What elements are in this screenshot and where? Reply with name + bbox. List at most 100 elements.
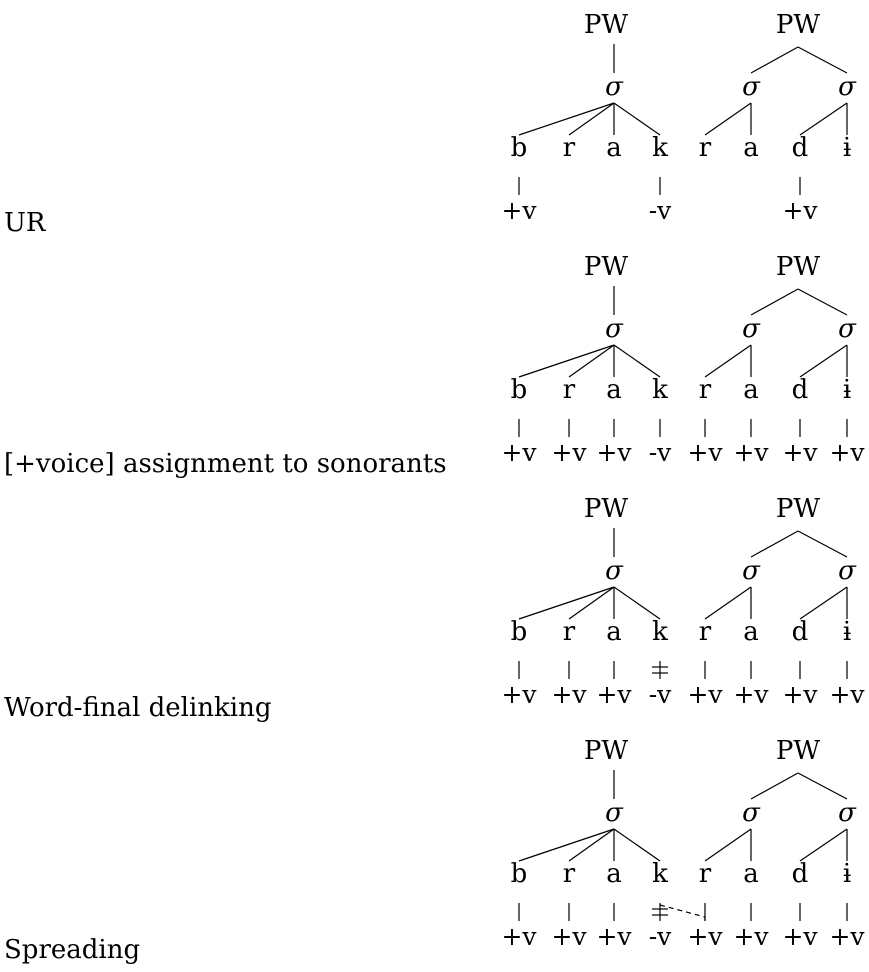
segment: a (606, 617, 622, 647)
voice-feature: +v (501, 196, 537, 225)
prosodic-word-node: PW (584, 736, 628, 766)
pw-syllable-line (750, 46, 799, 74)
segment: k (652, 859, 668, 889)
syllable-node: σ (742, 72, 761, 102)
prosodic-word-node: PW (776, 494, 820, 524)
voice-feature: +v (551, 680, 587, 709)
segment: a (743, 375, 759, 405)
voice-feature: +v (829, 680, 865, 709)
syllable-node: σ (742, 314, 761, 344)
syllable-segment-line (613, 344, 661, 378)
syllable-segment-line (704, 828, 752, 862)
syllable-node: σ (742, 798, 761, 828)
syllable-segment-line (799, 828, 848, 862)
segment: a (606, 375, 622, 405)
syllable-segment-line (799, 102, 848, 136)
voice-feature: -v (649, 196, 672, 225)
prosodic-word-node: PW (776, 736, 820, 766)
pw-syllable-line (797, 772, 848, 800)
voice-feature: +v (596, 922, 632, 951)
syllable-segment-line (704, 344, 752, 378)
prosodic-word-node: PW (584, 10, 628, 40)
prosodic-word-node: PW (776, 252, 820, 282)
step-label: [+voice] assignment to sonorants (4, 449, 447, 479)
segment: a (743, 617, 759, 647)
syllable-segment-line (613, 586, 661, 620)
voice-feature: +v (551, 922, 587, 951)
segment: b (511, 617, 528, 647)
segment: ɨ (843, 133, 851, 163)
syllable-node: σ (838, 556, 857, 586)
voice-feature: +v (596, 680, 632, 709)
voice-feature: +v (782, 196, 818, 225)
voice-feature: +v (733, 438, 769, 467)
syllable-node: σ (742, 556, 761, 586)
voice-feature: -v (649, 680, 672, 709)
syllable-segment-line (704, 586, 752, 620)
segment: a (606, 133, 622, 163)
voice-feature: +v (501, 922, 537, 951)
voice-feature: -v (649, 922, 672, 951)
voice-feature: -v (649, 438, 672, 467)
segment: d (792, 859, 809, 889)
syllable-segment-line (613, 102, 661, 136)
prosodic-word-node: PW (776, 10, 820, 40)
segment: r (563, 617, 576, 647)
segment: r (699, 859, 712, 889)
segment: d (792, 133, 809, 163)
segment: b (511, 133, 528, 163)
segment: a (743, 133, 759, 163)
voice-feature: +v (687, 922, 723, 951)
segment: a (743, 859, 759, 889)
voice-feature: +v (829, 438, 865, 467)
voice-feature: +v (501, 680, 537, 709)
voice-feature: +v (782, 438, 818, 467)
syllable-segment-line (704, 102, 752, 136)
syllable-segment-line (518, 344, 615, 378)
segment: d (792, 617, 809, 647)
segment: r (563, 375, 576, 405)
syllable-node: σ (838, 72, 857, 102)
syllable-segment-line (568, 102, 615, 136)
syllable-segment-line (568, 344, 615, 378)
step-label: UR (4, 208, 47, 238)
segment: k (652, 375, 668, 405)
pw-syllable-line (797, 46, 848, 74)
segment: r (563, 133, 576, 163)
segment: ɨ (843, 375, 851, 405)
syllable-segment-line (518, 102, 615, 136)
segment: r (699, 375, 712, 405)
syllable-segment-line (518, 586, 615, 620)
segment: a (606, 859, 622, 889)
segment: b (511, 859, 528, 889)
syllable-node: σ (838, 314, 857, 344)
segment: r (563, 859, 576, 889)
step-label: Word-final delinking (4, 693, 272, 723)
syllable-segment-line (568, 586, 615, 620)
syllable-node: σ (605, 798, 624, 828)
voice-feature: +v (782, 922, 818, 951)
syllable-segment-line (568, 828, 615, 862)
segment: r (699, 133, 712, 163)
prosodic-word-node: PW (584, 252, 628, 282)
voice-feature: +v (596, 438, 632, 467)
voice-feature: +v (829, 922, 865, 951)
voice-feature: +v (782, 680, 818, 709)
syllable-node: σ (838, 798, 857, 828)
syllable-segment-line (799, 344, 848, 378)
segment: ɨ (843, 617, 851, 647)
voice-feature: +v (551, 438, 587, 467)
voice-feature: +v (733, 680, 769, 709)
syllable-segment-line (799, 586, 848, 620)
syllable-node: σ (605, 314, 624, 344)
syllable-node: σ (605, 556, 624, 586)
segment: b (511, 375, 528, 405)
prosodic-word-node: PW (584, 494, 628, 524)
pw-syllable-line (750, 288, 799, 316)
syllable-segment-line (613, 828, 661, 862)
segment: k (652, 133, 668, 163)
voice-feature: +v (501, 438, 537, 467)
pw-syllable-line (797, 530, 848, 558)
voice-feature: +v (687, 438, 723, 467)
